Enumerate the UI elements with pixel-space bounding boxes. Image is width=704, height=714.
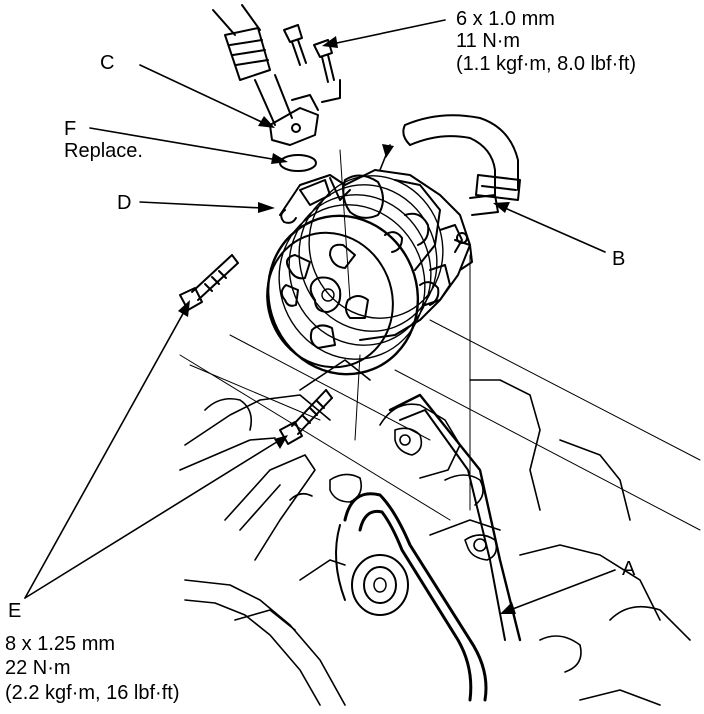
- o-ring: [279, 154, 317, 172]
- callout-d-label: D: [117, 192, 132, 214]
- pump-bolt-lower: [279, 389, 333, 445]
- pump-pulley: [266, 175, 444, 376]
- e-bolt-torque: 22 N·m: [5, 657, 71, 679]
- top-bolt-size: 6 x 1.0 mm: [456, 8, 555, 30]
- leader-e-upper: [24, 309, 186, 599]
- top-bolts: [283, 24, 341, 103]
- inlet-hose: [402, 114, 521, 216]
- leader-b: [504, 207, 606, 253]
- lower-pulley: [351, 554, 409, 616]
- leader-f: [89, 127, 279, 161]
- callout-b-label: B: [612, 248, 626, 270]
- top-bolt-torque: 11 N·m: [456, 30, 521, 52]
- pressure-hose: [212, 4, 319, 146]
- leader-top-bolt: [331, 19, 446, 45]
- leader-a: [509, 569, 616, 611]
- callout-f-note: Replace.: [64, 140, 143, 162]
- arrowheads: [178, 36, 516, 614]
- reference-lines: [179, 149, 701, 531]
- e-bolt-torque-alt: (2.2 kgf·m, 16 lbf·ft): [5, 682, 180, 704]
- leader-c: [139, 64, 269, 126]
- leader-lines: [24, 19, 616, 611]
- callout-e-label: E: [8, 600, 22, 622]
- e-bolt-size: 8 x 1.25 mm: [5, 633, 116, 655]
- leader-d: [139, 201, 263, 209]
- leader-e-lower: [24, 439, 281, 599]
- callout-a-label: A: [622, 558, 636, 580]
- top-bolt-torque-alt: (1.1 kgf·m, 8.0 lbf·ft): [456, 53, 637, 75]
- callout-c-label: C: [100, 52, 115, 74]
- engine-block: [179, 359, 691, 706]
- drive-belt: [335, 393, 522, 702]
- callout-f-label: F: [64, 118, 77, 140]
